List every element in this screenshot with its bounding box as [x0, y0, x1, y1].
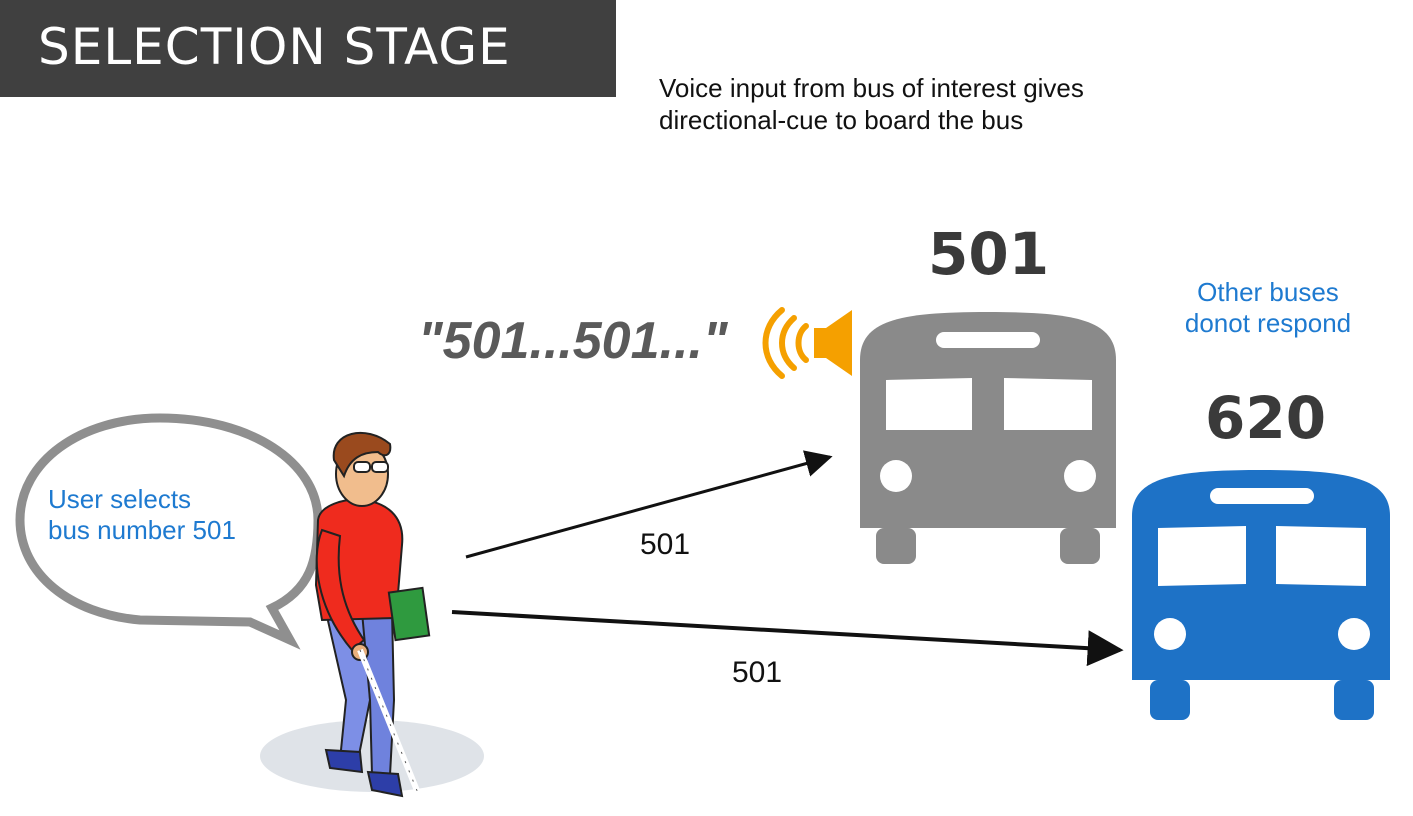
page-title: SELECTION STAGE — [38, 18, 511, 76]
speaker-sound-icon — [762, 307, 852, 379]
spoken-announcement: "501...501..." — [418, 312, 728, 370]
bus-number-501: 501 — [928, 220, 1050, 288]
signal-arrow-to-620 — [451, 610, 1124, 667]
speech-bubble-shape — [15, 413, 323, 650]
signal-label-upper: 501 — [640, 528, 691, 561]
other-buses-note: Other buses donot respond — [1184, 277, 1352, 338]
signal-label-lower: 501 — [732, 656, 783, 689]
bus-icon-620 — [1132, 470, 1390, 720]
title-bar — [0, 0, 616, 97]
signal-arrow-to-501 — [465, 450, 833, 559]
caption-text: Voice input from bus of interest gives d… — [659, 73, 1084, 135]
bus-number-620: 620 — [1205, 384, 1327, 452]
bus-icon-501 — [860, 312, 1116, 564]
speech-bubble-text: User selects bus number 501 — [48, 484, 236, 545]
blind-person-with-cane-icon — [314, 431, 431, 800]
